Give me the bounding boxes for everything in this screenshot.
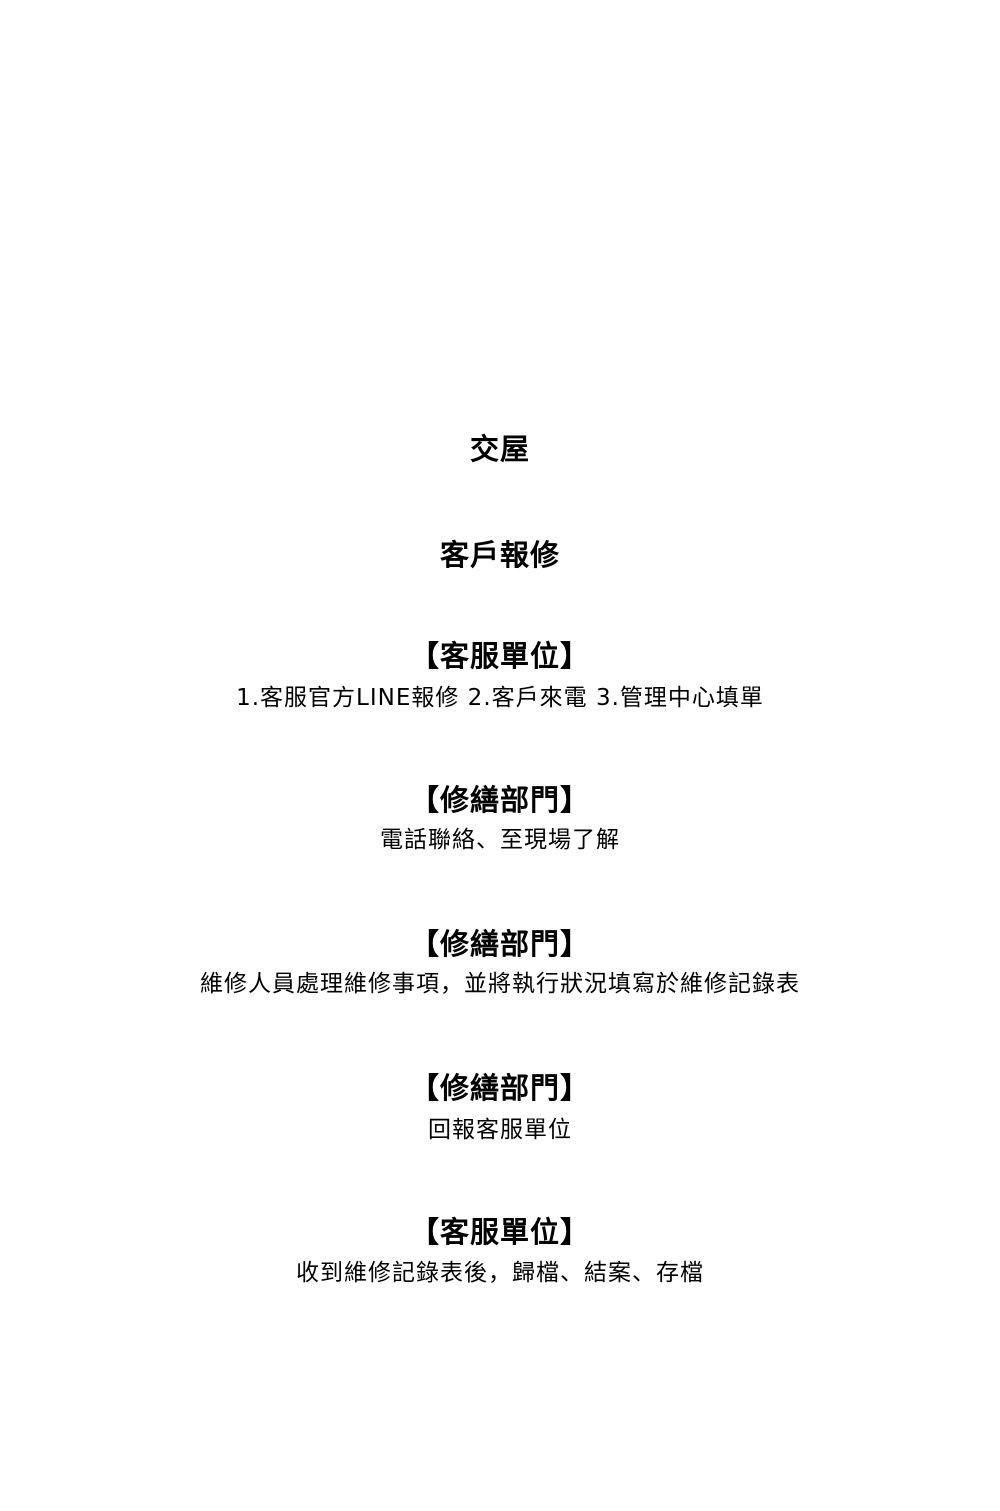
page-subtitle: 客戶報修 (439, 538, 560, 572)
step-2-heading: 【修繕部門】 (409, 783, 590, 817)
step-4-text: 回報客服單位 (428, 1117, 572, 1143)
step-1-text: 1.客服官方LINE報修 2.客戶來電 3.管理中心填單 (236, 685, 764, 711)
page-title: 交屋 (469, 432, 530, 466)
step-4-heading: 【修繕部門】 (409, 1071, 590, 1105)
step-3-heading: 【修繕部門】 (409, 927, 590, 961)
step-2-text: 電話聯絡、至現場了解 (380, 827, 620, 853)
step-3-text: 維修人員處理維修事項，並將執行狀況填寫於維修記錄表 (200, 971, 800, 997)
step-5-text: 收到維修記錄表後，歸檔、結案、存檔 (296, 1260, 704, 1286)
step-5-heading: 【客服單位】 (409, 1215, 590, 1249)
step-1-heading: 【客服單位】 (409, 639, 590, 673)
